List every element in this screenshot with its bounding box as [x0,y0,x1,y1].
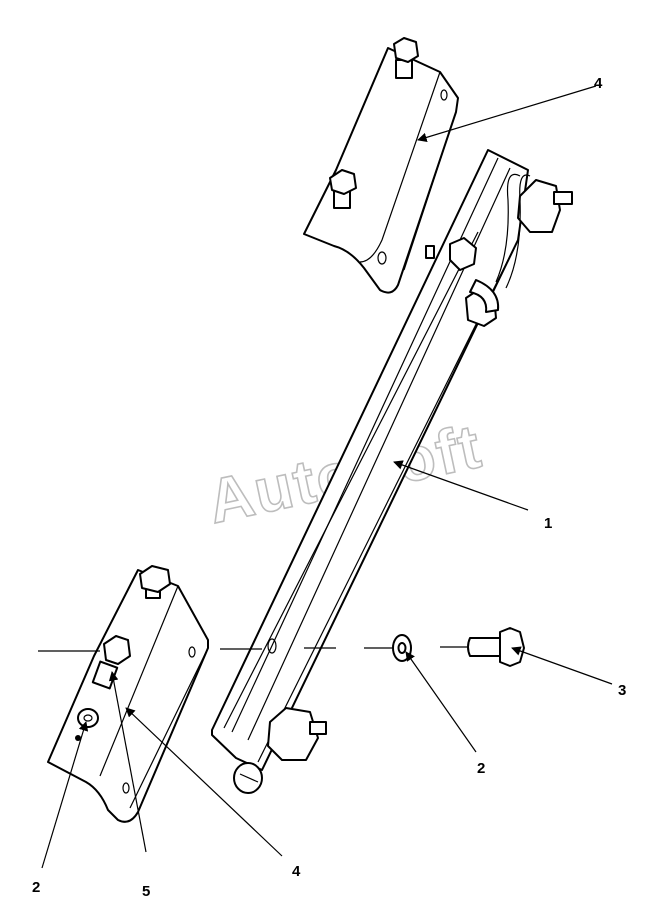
callout-bolt: 3 [618,682,626,699]
fuel-rail [211,149,573,794]
side-pipe-icon [449,173,531,327]
bolt-5-icon [91,635,131,690]
upper-mounting-bracket [303,37,459,294]
callout-bracket-top: 4 [594,75,603,92]
bottom-fitting-icon [233,707,327,794]
washer-right-icon [392,634,412,662]
callout-washer-right: 2 [477,760,485,777]
bracket-bolt-icon [393,37,419,79]
callout-bracket-bottom: 4 [292,863,301,880]
callout-rail: 1 [544,515,552,532]
callout-bolt-left: 5 [142,883,150,900]
callout-washer-left: 2 [32,879,40,896]
lower-mounting-bracket [47,565,209,823]
bracket-bolt-icon [139,565,171,599]
bolt-3-icon [467,627,525,667]
bracket-bolt-icon [329,169,357,209]
top-fitting-icon [517,179,573,233]
